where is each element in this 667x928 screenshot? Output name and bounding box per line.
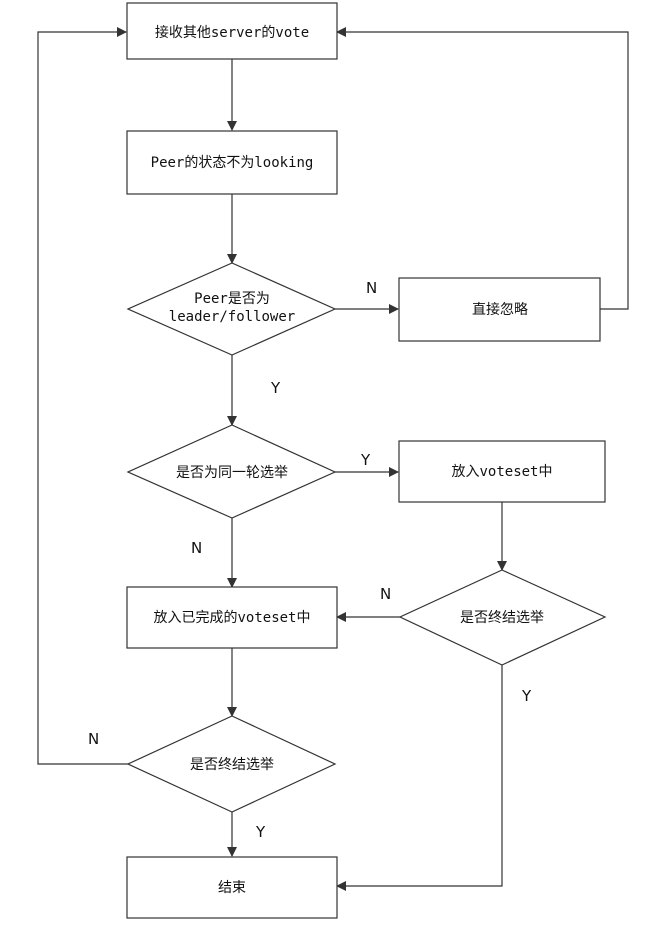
edge-left-decision-loop-to-receive [37, 27, 128, 765]
left-election-no-label: N [88, 730, 99, 748]
node-ignore: 直接忽略 [398, 277, 601, 342]
peer-not-looking-label: Peer的状态不为looking [151, 155, 314, 171]
edge-labels: N Y Y N N Y N Y [88, 279, 532, 841]
node-put-completed-voteset: 放入已完成的voteset中 [126, 586, 338, 649]
node-put-voteset: 放入voteset中 [398, 440, 606, 503]
put-completed-voteset-label: 放入已完成的voteset中 [153, 610, 310, 626]
edges [37, 27, 629, 891]
same-round-no-label: N [191, 539, 202, 557]
edge-right-decision-to-end [336, 665, 503, 891]
election-ended-left-label: 是否终结选举 [190, 757, 274, 773]
leader-follower-no-label: N [366, 279, 377, 297]
node-end: 结束 [126, 856, 338, 919]
same-round-label: 是否为同一轮选举 [176, 465, 288, 481]
receive-vote-label: 接收其他server的vote [155, 24, 309, 41]
leader-follower-yes-label: Y [270, 379, 281, 397]
edge-ignore-loop-to-receive [336, 27, 629, 310]
decision-is-leader-follower: Peer是否为 leader/follower [126, 262, 337, 356]
node-peer-not-looking: Peer的状态不为looking [126, 130, 338, 195]
decision-same-round: 是否为同一轮选举 [126, 424, 337, 519]
ignore-label: 直接忽略 [472, 301, 528, 318]
decision-election-ended-left: 是否终结选举 [126, 715, 337, 813]
right-election-yes-label: Y [521, 687, 532, 705]
election-ended-right-label: 是否终结选举 [460, 610, 544, 626]
same-round-yes-label: Y [360, 451, 371, 469]
leader-follower-label-line1: Peer是否为 [194, 291, 270, 307]
decision-election-ended-right: 是否终结选举 [398, 569, 607, 666]
leader-follower-label-line2: leader/follower [169, 309, 295, 325]
end-label: 结束 [218, 880, 246, 896]
right-election-no-label: N [380, 585, 391, 603]
put-voteset-label: 放入voteset中 [451, 464, 552, 480]
left-election-yes-label: Y [255, 823, 266, 841]
node-receive-vote: 接收其他server的vote [126, 2, 338, 60]
